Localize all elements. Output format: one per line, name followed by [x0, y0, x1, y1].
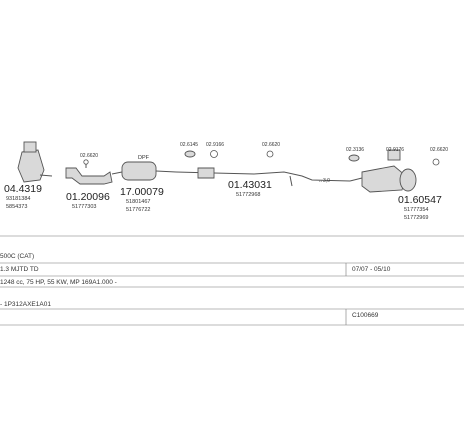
info-engine: 1.3 MJTD TD [0, 266, 39, 273]
part-ref: 93181384 [6, 196, 30, 202]
part-code: 01.43031 [228, 179, 272, 191]
gasket-icon[interactable] [432, 158, 440, 166]
sub-part-code: 02.6620 [430, 147, 448, 153]
part-ref: 51777354 [404, 207, 428, 213]
part-ref: 51772968 [236, 192, 260, 198]
sub-part-code: 02.3136 [346, 147, 364, 153]
part-ref: 51776722 [126, 207, 150, 213]
info-vehicle: 500C (CAT) [0, 253, 35, 260]
part-code: 17.00079 [120, 186, 164, 198]
part-ref: 51801467 [126, 199, 150, 205]
rear-silencer-part[interactable] [349, 165, 417, 193]
part-ref: 5854373 [6, 204, 27, 210]
hanger-icon[interactable] [387, 149, 401, 161]
info-specs: 1248 cc, 75 HP, 55 KW, MP 169A1.000 - [0, 279, 117, 286]
info-date-range: 07/07 - 05/10 [352, 266, 391, 273]
hanger-icon[interactable] [210, 150, 218, 158]
info-code: - 1P312AXE1A01 [0, 301, 51, 308]
sub-part-code: 02.6620 [262, 142, 280, 148]
sub-part-code: 02.6620 [80, 153, 98, 159]
clamp-icon[interactable] [348, 154, 360, 162]
sub-part-code: 02.6145 [180, 142, 198, 148]
part-code: 01.20096 [66, 191, 110, 203]
part-code: 04.4319 [4, 183, 42, 195]
front-pipe-part[interactable] [65, 159, 113, 185]
part-ref: 51777303 [72, 204, 96, 210]
info-id: C100669 [352, 312, 379, 319]
dpf-part[interactable] [111, 161, 177, 181]
gasket-icon[interactable] [266, 150, 274, 158]
intermediate-pipe-part[interactable] [175, 167, 351, 187]
clamp-icon[interactable] [184, 150, 196, 158]
dpf-label: DPF [138, 155, 150, 161]
length-note: ↔3,0 [318, 178, 330, 184]
catalytic-converter-part[interactable] [17, 141, 53, 183]
sub-part-code: 02.9176 [386, 147, 404, 153]
part-code: 01.60547 [398, 194, 442, 206]
sub-part-code: 02.9166 [206, 142, 224, 148]
part-ref: 51772969 [404, 215, 428, 221]
